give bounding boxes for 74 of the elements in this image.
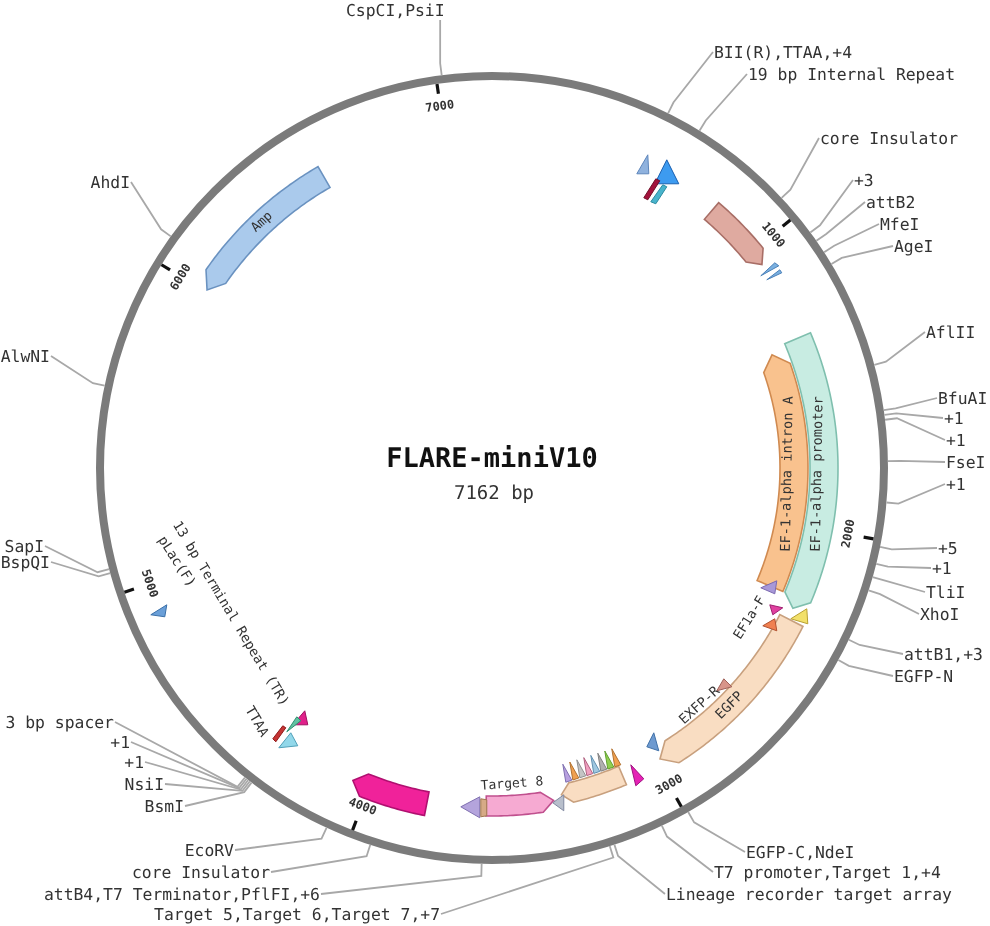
leader-line	[887, 460, 946, 463]
annotation-label: MfeI	[880, 215, 920, 233]
leader-line	[837, 659, 894, 677]
annotation-label: NsiI	[124, 775, 164, 793]
leader-line	[867, 589, 920, 615]
leader-line	[809, 179, 854, 234]
annotation-label: AflII	[926, 323, 976, 341]
annotation-label: +1	[110, 733, 130, 751]
leader-line	[698, 73, 748, 132]
annotation-label: AhdI	[90, 173, 130, 191]
leader-line	[184, 781, 253, 807]
leader-line	[875, 562, 932, 569]
annotation-label: BsmI	[144, 797, 184, 815]
leader-line	[882, 397, 938, 412]
plasmid-size-label: 7162 bp	[453, 484, 535, 504]
leader-line	[234, 826, 328, 851]
annotation-label: Lineage recorder target array	[666, 885, 952, 903]
annotation-label: attB1,+3	[904, 645, 983, 663]
annotation-label: +5	[938, 539, 958, 557]
annotation-label: core Insulator	[131, 863, 270, 881]
leader-line	[439, 19, 443, 77]
annotation-label: Target 5,Target 6,Target 7,+7	[154, 905, 440, 923]
annotation-label: TliI	[926, 583, 966, 601]
leader-line	[883, 412, 944, 419]
annotation-label: attB4,T7 Terminator,PflFI,+6	[43, 885, 320, 903]
annotation-label: BII(R),TTAA,+4	[714, 43, 853, 61]
annotation-label: EGFP-C,NdeI	[746, 843, 855, 861]
leader-line	[144, 761, 250, 791]
leader-line	[830, 245, 894, 265]
annotation-label: BspQI	[0, 553, 50, 571]
annotation-label: CspCI,PsiI	[346, 1, 445, 19]
annotation-label: +3	[854, 171, 874, 189]
leader-line	[815, 201, 866, 242]
annotation-label: AgeI	[894, 237, 934, 255]
annotation-label: +1	[946, 431, 966, 449]
leader-line	[884, 417, 946, 441]
leader-line	[885, 483, 946, 505]
leader-line	[440, 845, 615, 915]
annotation-label: core Insulator	[820, 129, 959, 147]
leader-line	[687, 811, 746, 853]
annotation-label: BfuAI	[938, 389, 988, 407]
annotation-label: 3 bp spacer	[5, 713, 114, 731]
leader-line	[823, 223, 880, 254]
annotation-label: AlwNI	[0, 347, 50, 365]
leader-line	[613, 843, 666, 895]
leader-line	[320, 862, 483, 895]
annotation-label: EGFP-N	[894, 667, 954, 685]
annotation-label: +1	[124, 753, 144, 771]
annotation-label: +1	[932, 559, 952, 577]
leader-line	[270, 843, 372, 873]
annotation-label: SapI	[4, 537, 44, 555]
leader-line	[847, 638, 904, 655]
annotation-label: +1	[944, 409, 964, 427]
leader-line	[164, 780, 251, 792]
leader-line	[879, 546, 938, 551]
leader-line	[667, 51, 714, 115]
leader-line	[130, 741, 248, 790]
annotation-label: attB2	[866, 193, 916, 211]
leader-line	[44, 545, 111, 574]
annotation-label: FseI	[946, 453, 986, 471]
annotation-label: 19 bp Internal Repeat	[748, 65, 956, 83]
annotation-label: XhoI	[920, 605, 960, 623]
leader-line	[130, 181, 172, 238]
leader-line	[50, 355, 106, 387]
leader-line	[50, 561, 112, 578]
leader-line	[871, 576, 926, 593]
annotation-label: EcoRV	[184, 841, 234, 859]
annotation-label: T7 promoter,Target 1,+4	[714, 863, 941, 881]
leader-line	[660, 824, 714, 873]
leader-line	[873, 331, 926, 366]
annotation-label: +1	[946, 475, 966, 493]
leader-line	[114, 721, 246, 788]
plasmid-name-title: FLARE-miniV10	[386, 446, 598, 474]
leader-line	[780, 137, 820, 199]
